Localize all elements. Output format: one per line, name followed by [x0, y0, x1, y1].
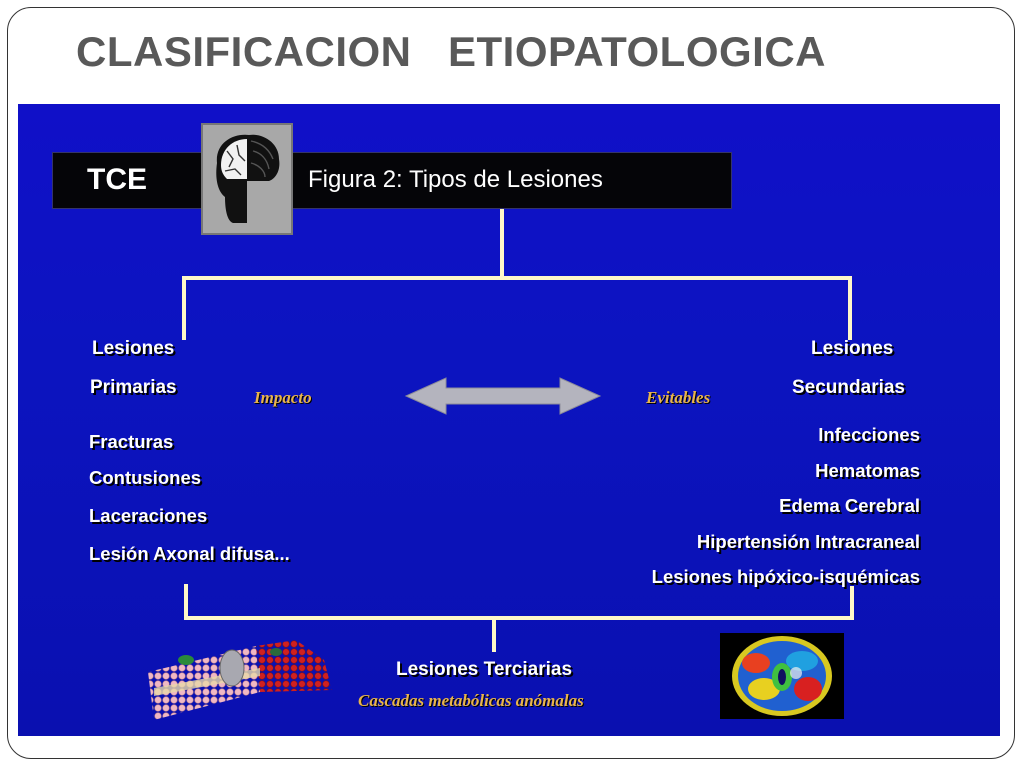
brain-scan-icon	[720, 633, 844, 719]
primary-list-item: Contusiones	[89, 467, 290, 505]
primary-list-item: Fracturas	[89, 431, 290, 467]
slide-title: CLASIFICACION ETIOPATOLOGICA	[76, 28, 826, 76]
secondary-annotation: Evitables	[646, 388, 710, 408]
primary-list-item: Laceraciones	[89, 505, 290, 543]
primary-list-item: Lesión Axonal difusa...	[89, 543, 290, 579]
diagram-panel: TCE Figura 2: Tipos de Lesiones Lesiones…	[18, 104, 1000, 736]
double-arrow-icon	[406, 378, 600, 414]
primary-annotation: Impacto	[254, 388, 312, 408]
primary-heading-line2: Primarias	[90, 377, 177, 399]
secondary-heading-line1: Lesiones	[811, 338, 893, 360]
tce-label: TCE	[87, 163, 147, 197]
tertiary-subheading: Cascadas metabólicas anómalas	[358, 691, 584, 711]
secondary-list-item: Edema Cerebral	[652, 495, 920, 531]
primary-list: Fracturas Contusiones Laceraciones Lesió…	[89, 431, 290, 579]
secondary-list: Infecciones Hematomas Edema Cerebral Hip…	[652, 424, 920, 602]
figure-label: Figura 2: Tipos de Lesiones	[308, 166, 603, 194]
secondary-list-item: Hematomas	[652, 460, 920, 496]
primary-heading-line1: Lesiones	[92, 338, 174, 360]
secondary-heading-line2: Secundarias	[792, 377, 905, 399]
secondary-list-item: Lesiones hipóxico-isquémicas	[652, 566, 920, 602]
secondary-list-item: Hipertensión Intracraneal	[652, 531, 920, 567]
tertiary-heading: Lesiones Terciarias	[396, 659, 572, 681]
cell-membrane-icon	[146, 632, 336, 722]
brain-icon	[201, 123, 293, 235]
secondary-list-item: Infecciones	[652, 424, 920, 460]
